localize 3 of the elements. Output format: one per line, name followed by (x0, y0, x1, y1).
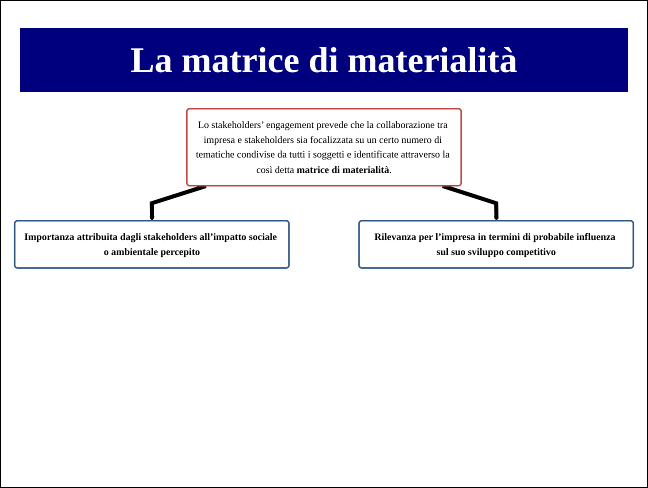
arrow (149, 184, 207, 222)
arrow (442, 184, 499, 222)
title: La matrice di materialità (130, 39, 518, 81)
